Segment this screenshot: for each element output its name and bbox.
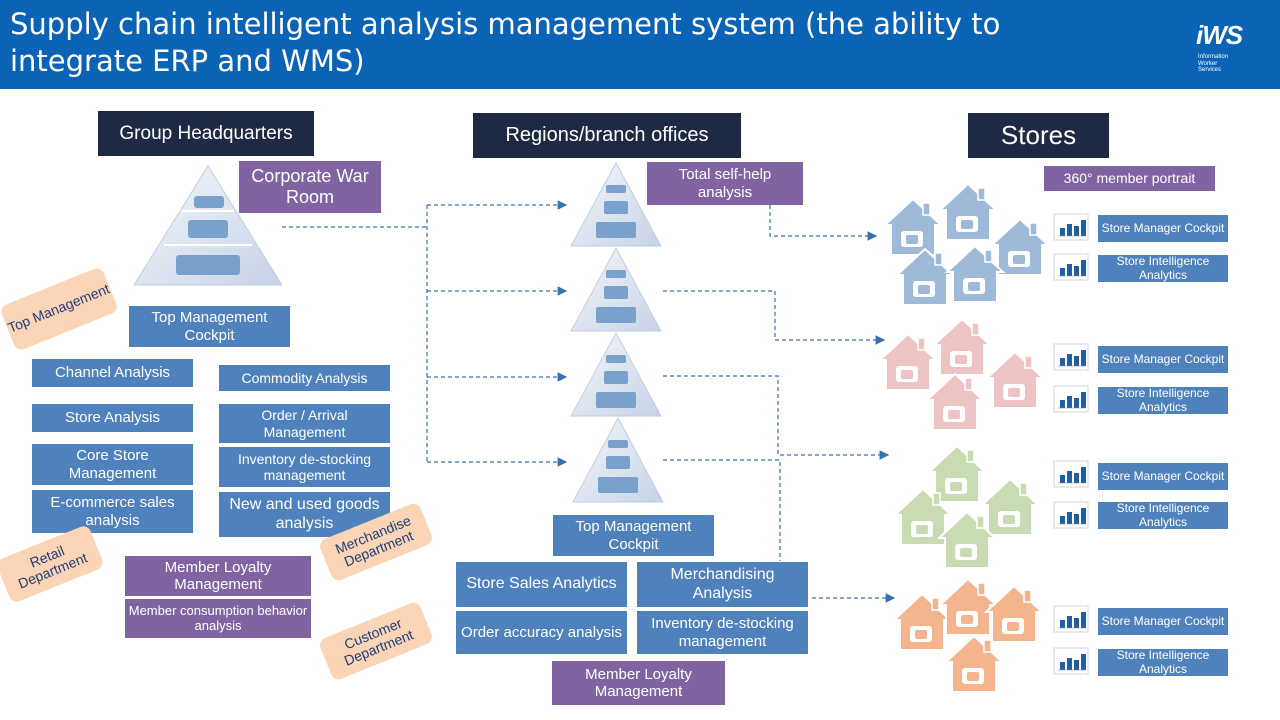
house-icon — [882, 197, 944, 256]
house-icon — [926, 444, 988, 503]
hq-member-loyalty-management[interactable]: Member Loyalty Management — [125, 556, 311, 596]
regions-heading: Regions/branch offices — [473, 113, 741, 158]
ecommerce-sales-analysis[interactable]: E-commerce sales analysis — [31, 489, 194, 534]
logo-subtitle: Information Worker Services — [1198, 54, 1228, 74]
store-sales-analytics[interactable]: Store Sales Analytics — [455, 561, 628, 608]
house-icon — [983, 584, 1045, 643]
member-portrait-360[interactable]: 360° member portrait — [1044, 166, 1215, 191]
hq-connector-lines — [282, 200, 896, 603]
logo-sub-line: Services — [1198, 67, 1222, 73]
order-arrival-management[interactable]: Order / Arrival Management — [218, 403, 391, 444]
store-analysis[interactable]: Store Analysis — [31, 403, 194, 433]
house-icon — [984, 350, 1046, 409]
house-icon — [937, 577, 999, 636]
order-accuracy-analysis[interactable]: Order accuracy analysis — [455, 610, 628, 655]
mini-chart-icon — [1053, 253, 1089, 281]
house-icon — [894, 247, 956, 306]
mini-chart-icons — [1053, 213, 1089, 675]
house-icon — [937, 182, 999, 241]
commodity-analysis[interactable]: Commodity Analysis — [218, 364, 391, 392]
house-icon — [944, 244, 1006, 303]
hq-heading: Group Headquarters — [98, 111, 314, 156]
house-icon — [936, 510, 998, 569]
mini-chart-icon — [1053, 213, 1089, 241]
inventory-destocking-management[interactable]: Inventory de-stocking management — [218, 446, 391, 488]
logo-sub-line: Information — [1198, 54, 1229, 60]
store-intelligence-analytics[interactable]: Store Intelligence Analytics — [1097, 386, 1229, 415]
house-icon — [943, 634, 1005, 693]
store-manager-cockpit[interactable]: Store Manager Cockpit — [1097, 345, 1229, 374]
store-house-icons — [877, 182, 1051, 693]
mini-chart-icon — [1053, 460, 1089, 488]
mini-chart-icon — [1053, 343, 1089, 371]
page-title: Supply chain intelligent analysis manage… — [10, 7, 1001, 78]
store-manager-cockpit[interactable]: Store Manager Cockpit — [1097, 462, 1229, 491]
mini-chart-icon — [1053, 501, 1089, 529]
house-icon — [892, 487, 954, 546]
house-icon — [891, 592, 953, 651]
house-icon — [924, 372, 986, 431]
store-intelligence-analytics[interactable]: Store Intelligence Analytics — [1097, 648, 1229, 677]
region-top-management-cockpit[interactable]: Top Management Cockpit — [552, 514, 715, 557]
iws-logo: iWS Information Worker Services — [1196, 20, 1256, 80]
corporate-war-room[interactable]: Corporate War Room — [239, 161, 381, 213]
total-self-help-analysis[interactable]: Total self-help analysis — [647, 162, 803, 205]
channel-analysis[interactable]: Channel Analysis — [31, 358, 194, 388]
logo-sub-line: Worker — [1198, 60, 1218, 67]
house-icon — [989, 217, 1051, 276]
house-icon — [877, 332, 939, 391]
store-intelligence-analytics[interactable]: Store Intelligence Analytics — [1097, 254, 1229, 283]
hq-top-management-cockpit[interactable]: Top Management Cockpit — [128, 305, 291, 348]
core-store-management[interactable]: Core Store Management — [31, 443, 194, 486]
mini-chart-icon — [1053, 605, 1089, 633]
logo-wordmark: iWS — [1196, 20, 1243, 50]
store-intelligence-analytics[interactable]: Store Intelligence Analytics — [1097, 501, 1229, 530]
hq-pyramid-icon — [133, 165, 283, 286]
mini-chart-icon — [1053, 647, 1089, 675]
region-member-loyalty-management[interactable]: Member Loyalty Management — [552, 661, 725, 705]
mini-chart-icon — [1053, 385, 1089, 413]
region-inventory-destocking-management[interactable]: Inventory de-stocking management — [636, 610, 809, 655]
stores-heading: Stores — [968, 113, 1109, 158]
store-manager-cockpit[interactable]: Store Manager Cockpit — [1097, 607, 1229, 636]
header-bar: Supply chain intelligent analysis manage… — [0, 0, 1280, 89]
member-consumption-behavior-analysis[interactable]: Member consumption behavior analysis — [125, 599, 311, 638]
merchandising-analysis[interactable]: Merchandising Analysis — [636, 561, 809, 608]
region-pyramid-icons — [570, 161, 664, 503]
store-manager-cockpit[interactable]: Store Manager Cockpit — [1097, 214, 1229, 243]
house-icon — [979, 477, 1041, 536]
house-icon — [931, 317, 993, 376]
